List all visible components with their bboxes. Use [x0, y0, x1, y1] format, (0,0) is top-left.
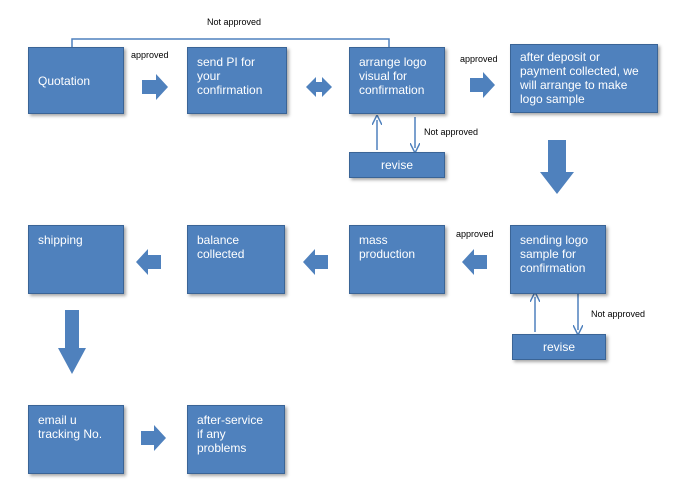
node-revise-1: revise	[349, 152, 445, 178]
node-mass-production: mass production	[349, 225, 445, 294]
node-after-service: after-service if any problems	[187, 405, 285, 474]
arrow-right-3	[141, 425, 166, 451]
arrow-down-2	[58, 310, 86, 374]
node-sending-sample: sending logo sample for confirmation	[510, 225, 606, 294]
node-revise-2: revise	[512, 334, 606, 360]
arrow-right-2	[470, 72, 495, 98]
node-arrange-logo: arrange logo visual for confirmation	[349, 47, 445, 114]
label-approved-1: approved	[131, 50, 169, 60]
node-shipping: shipping	[28, 225, 124, 294]
label-approved-2: approved	[460, 54, 498, 64]
label-not-approved-top: Not approved	[207, 17, 262, 27]
node-email-tracking: email u tracking No.	[28, 405, 124, 474]
label-not-approved-1: Not approved	[424, 127, 479, 137]
arrow-right-1	[142, 74, 168, 100]
node-quotation: Quotation	[28, 47, 124, 114]
not-approved-loop-line	[71, 38, 390, 47]
label-not-approved-2: Not approved	[591, 309, 646, 319]
arrow-left-1	[462, 249, 487, 275]
arrow-left-3	[136, 249, 161, 275]
arrow-down-1	[540, 140, 574, 194]
node-after-deposit: after deposit or payment collected, we w…	[510, 44, 658, 113]
label-approved-3: approved	[456, 229, 494, 239]
node-send-pi: send PI for your confirmation	[187, 47, 287, 114]
node-balance-collected: balance collected	[187, 225, 285, 294]
arrow-left-2	[303, 249, 328, 275]
arrow-double-1	[306, 77, 332, 97]
